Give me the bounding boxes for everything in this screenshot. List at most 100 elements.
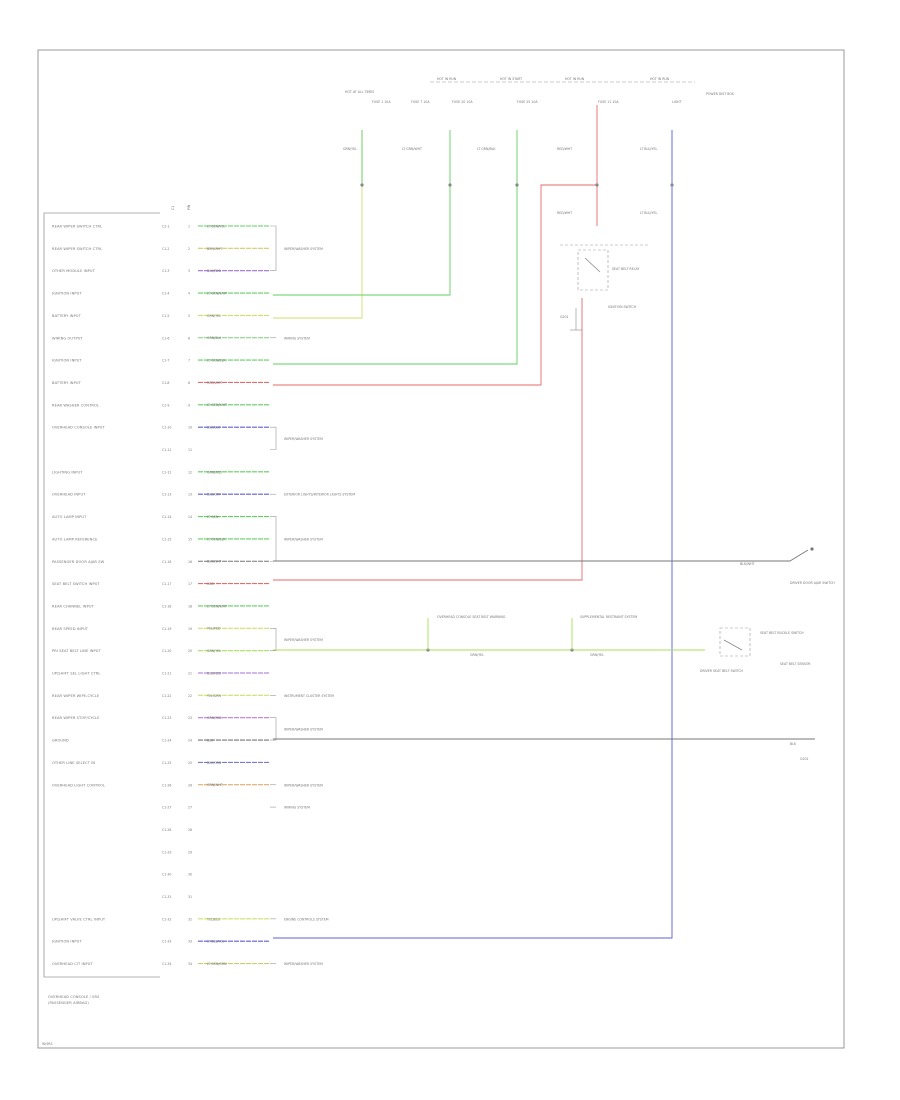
- pin-position: 18: [188, 604, 192, 608]
- pin-function-label: REAR WIPER SWITCH CTRL: [52, 225, 102, 229]
- fuse-3: FUSE 20 10A LT GRN/BLK: [452, 100, 496, 151]
- pin-position: 21: [188, 672, 192, 676]
- pin-function-label: OVERHEAD CIT INPUT: [52, 962, 93, 966]
- pin-position: 1: [188, 225, 190, 229]
- pin-wire-color: BLU/RED: [207, 671, 221, 675]
- pin-wire-color: LT GRN/ORN: [207, 962, 227, 966]
- pin-function-label: IGNITION INPUT: [52, 292, 82, 296]
- ground-line: BLK G201: [273, 738, 815, 761]
- group-bracket: WIPER/WASHER SYSTEM: [270, 225, 323, 271]
- pin-position: 7: [188, 359, 190, 363]
- fuse-title-c: HOT IN START: [500, 77, 522, 81]
- pin-function-label: OVERHEAD LIGHT CONTROL: [52, 783, 105, 787]
- seat-belt-wire-1: GRN/YEL: [470, 653, 484, 657]
- fuse-1: FUSE 1 10A GRN/YEL: [343, 100, 391, 151]
- pin-position: 9: [188, 403, 190, 407]
- pin-wire-color: LT GRN/BLK: [207, 359, 226, 363]
- pin-function-label: PASSENGER DOOR AJAR SW: [52, 560, 105, 564]
- pin-connector-id: C1-14: [162, 515, 171, 519]
- pin-wire-color: ORN/WHT: [207, 783, 223, 787]
- pin-wire-color: LT BLU/YEL: [207, 940, 224, 944]
- pin-connector-id: C1-32: [162, 917, 171, 921]
- feed-ignition-green: [273, 130, 451, 296]
- fuse-5-wire: LT BLU/YEL: [640, 147, 657, 151]
- pin-row: C1-30 30: [162, 873, 192, 877]
- pin-position: 24: [188, 739, 192, 743]
- pin-position: 28: [188, 828, 192, 832]
- pin-connector-id: C1-15: [162, 537, 171, 541]
- pin-function-label: REAR WIPER SWITCH CTRL: [52, 247, 102, 251]
- pin-connector-id: C1-13: [162, 493, 171, 497]
- pin-connector-id: C1-30: [162, 873, 171, 877]
- group-system-label: WIPER/WASHER SYSTEM: [284, 783, 323, 787]
- pin-function-label: REAR WASHER CONTROL: [52, 403, 99, 407]
- pin-connector-id: C1-9: [162, 403, 169, 407]
- seat-belt-line: OVERHEAD CONSOLE SEAT BELT WARNING SUPPL…: [273, 615, 811, 673]
- pin-wire-color: BLU/RED: [207, 269, 221, 273]
- group-bracket: EXTERIOR LIGHTS/INTERIOR LIGHTS SYSTEM: [270, 493, 355, 497]
- pin-function-label: UP/SHIFT VALVE CTRL INPUT: [52, 917, 106, 921]
- pin-function-label: BATTERY INPUT: [52, 314, 82, 318]
- pin-wire-color: BLU/BLK: [207, 426, 221, 430]
- pin-wire-color: RED/WHT: [207, 381, 222, 385]
- pin-position: 32: [188, 917, 192, 921]
- pin-connector-id: C1-5: [162, 314, 169, 318]
- fuse-title-a: HOT AT ALL TIMES: [345, 90, 374, 94]
- group-bracket: WIPER/WASHER SYSTEM: [270, 516, 323, 562]
- bracket-line: [270, 225, 277, 271]
- pin-position: 30: [188, 873, 192, 877]
- door-switch-label: DRIVER DOOR AJAR SWITCH: [790, 581, 835, 585]
- fuse-5-label: FUSE 11 10A: [598, 100, 619, 104]
- bracket-line: [270, 717, 277, 741]
- group-system-label: WIRING SYSTEM: [284, 806, 310, 810]
- fuse-3-label: FUSE 20 10A: [452, 100, 473, 104]
- group-system-label: ENGINE CONTROLS SYSTEM: [284, 917, 329, 921]
- pin-function-label: OVERHEAD CONSOLE INPUT: [52, 426, 106, 430]
- connector-header-a: C1: [171, 206, 175, 210]
- pin-function-label: AUTO LAMP REFERENCE: [52, 537, 98, 541]
- pin-position: 11: [188, 448, 192, 452]
- group-bracket: WIPER/WASHER SYSTEM: [270, 783, 323, 787]
- group-bracket: WIPER/WASHER SYSTEM: [270, 717, 323, 741]
- pin-function-label: REAR SPEED INPUT: [52, 627, 89, 631]
- pin-wire-color: GRN/RED: [207, 470, 222, 474]
- fuse-1-wire: GRN/YEL: [343, 147, 357, 151]
- feed-seatbelt-red: [273, 298, 583, 581]
- pin-wire-color: BRN/WHT: [207, 247, 222, 251]
- fuse-title-b: HOT IN RUN: [437, 77, 457, 81]
- pin-connector-id: C1-3: [162, 269, 169, 273]
- belt-sensor-label: SEAT BELT SENSOR: [780, 662, 811, 666]
- pin-wire-color: ORN/RED: [207, 716, 222, 720]
- pin-position: 6: [188, 336, 190, 340]
- bottom-left-note: W/SRS: [42, 1042, 53, 1046]
- pin-connector-id: C1-29: [162, 850, 171, 854]
- group-bracket: INSTRUMENT CLUSTER SYSTEM: [270, 694, 334, 698]
- group-bracket: WIPER/WASHER SYSTEM: [270, 628, 323, 651]
- group-brackets: WIPER/WASHER SYSTEM WIRING SYSTEM WIPER/WA…: [270, 225, 355, 966]
- pin-wire-color: ORN/BLK: [207, 336, 222, 340]
- fuse-2-label: FUSE 7 10A: [411, 100, 430, 104]
- pin-connector-id: C1-18: [162, 604, 171, 608]
- pin-wire-color: LT GRN/WHT: [207, 291, 227, 295]
- pin-wire-color: GRN/YEL: [207, 649, 221, 653]
- pin-connector-id: C1-17: [162, 582, 171, 586]
- pin-wire-color: LT GRN/WHT: [207, 604, 227, 608]
- feed-ignition-blue: [273, 130, 673, 939]
- group-system-label: WIPER/WASHER SYSTEM: [284, 537, 323, 541]
- pin-connector-id: C1-26: [162, 783, 171, 787]
- pin-connector-id: C1-31: [162, 895, 171, 899]
- pin-position: 4: [188, 292, 190, 296]
- pin-connector-id: C1-34: [162, 962, 171, 966]
- pin-position: 27: [188, 806, 192, 810]
- pin-function-label: GROUND: [52, 739, 69, 743]
